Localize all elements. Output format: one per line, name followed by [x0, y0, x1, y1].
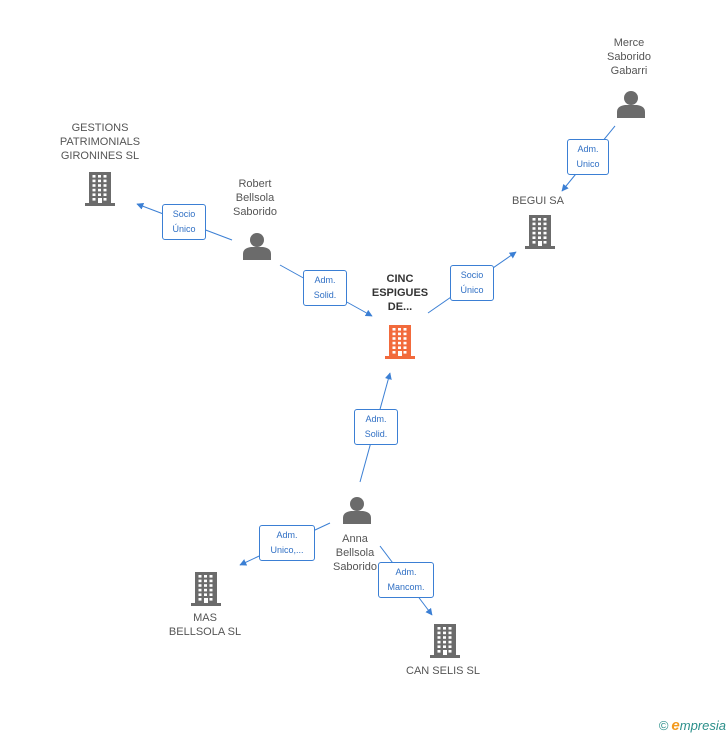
edge-label-robert-cinc[interactable]: Adm. Solid. — [303, 270, 347, 306]
brand-name: mpresia — [679, 718, 726, 733]
copyright-symbol: © — [658, 718, 669, 733]
node-label-mas[interactable]: MAS BELLSOLA SL — [168, 612, 242, 638]
building-icon-cinc[interactable] — [385, 325, 415, 359]
edge-label-cinc-begui[interactable]: Socio Único — [450, 265, 494, 301]
edge-label-anna-mas[interactable]: Adm. Unico,... — [259, 525, 315, 561]
node-label-merce[interactable]: Merce Saborido Gabarri — [606, 37, 652, 77]
building-icon-gestions[interactable] — [85, 172, 115, 206]
building-icon-mas[interactable] — [191, 572, 221, 606]
edge-label-anna-canselis[interactable]: Adm. Mancom. — [378, 562, 434, 598]
node-label-anna[interactable]: Anna Bellsola Saborido — [332, 533, 378, 573]
person-icon-robert[interactable] — [243, 233, 271, 260]
node-label-gestions[interactable]: GESTIONS PATRIMONIALS GIRONINES SL — [59, 122, 141, 162]
brand-footer: ©empresia — [659, 717, 726, 734]
building-icon-begui[interactable] — [525, 215, 555, 249]
node-label-canselis[interactable]: CAN SELIS SL — [406, 665, 480, 677]
building-icon-canselis[interactable] — [430, 624, 460, 658]
node-label-cinc[interactable]: CINC ESPIGUES DE... — [371, 273, 429, 313]
node-label-robert[interactable]: Robert Bellsola Saborido — [232, 178, 278, 218]
person-icon-merce[interactable] — [617, 91, 645, 118]
edge-label-anna-cinc[interactable]: Adm. Solid. — [354, 409, 398, 445]
person-icon-anna[interactable] — [343, 497, 371, 524]
node-label-begui[interactable]: BEGUI SA — [512, 195, 564, 207]
brand-logo-e: e — [671, 717, 680, 734]
edge-label-robert-gestions[interactable]: Socio Único — [162, 204, 206, 240]
edge-label-merce-begui[interactable]: Adm. Unico — [567, 139, 609, 175]
